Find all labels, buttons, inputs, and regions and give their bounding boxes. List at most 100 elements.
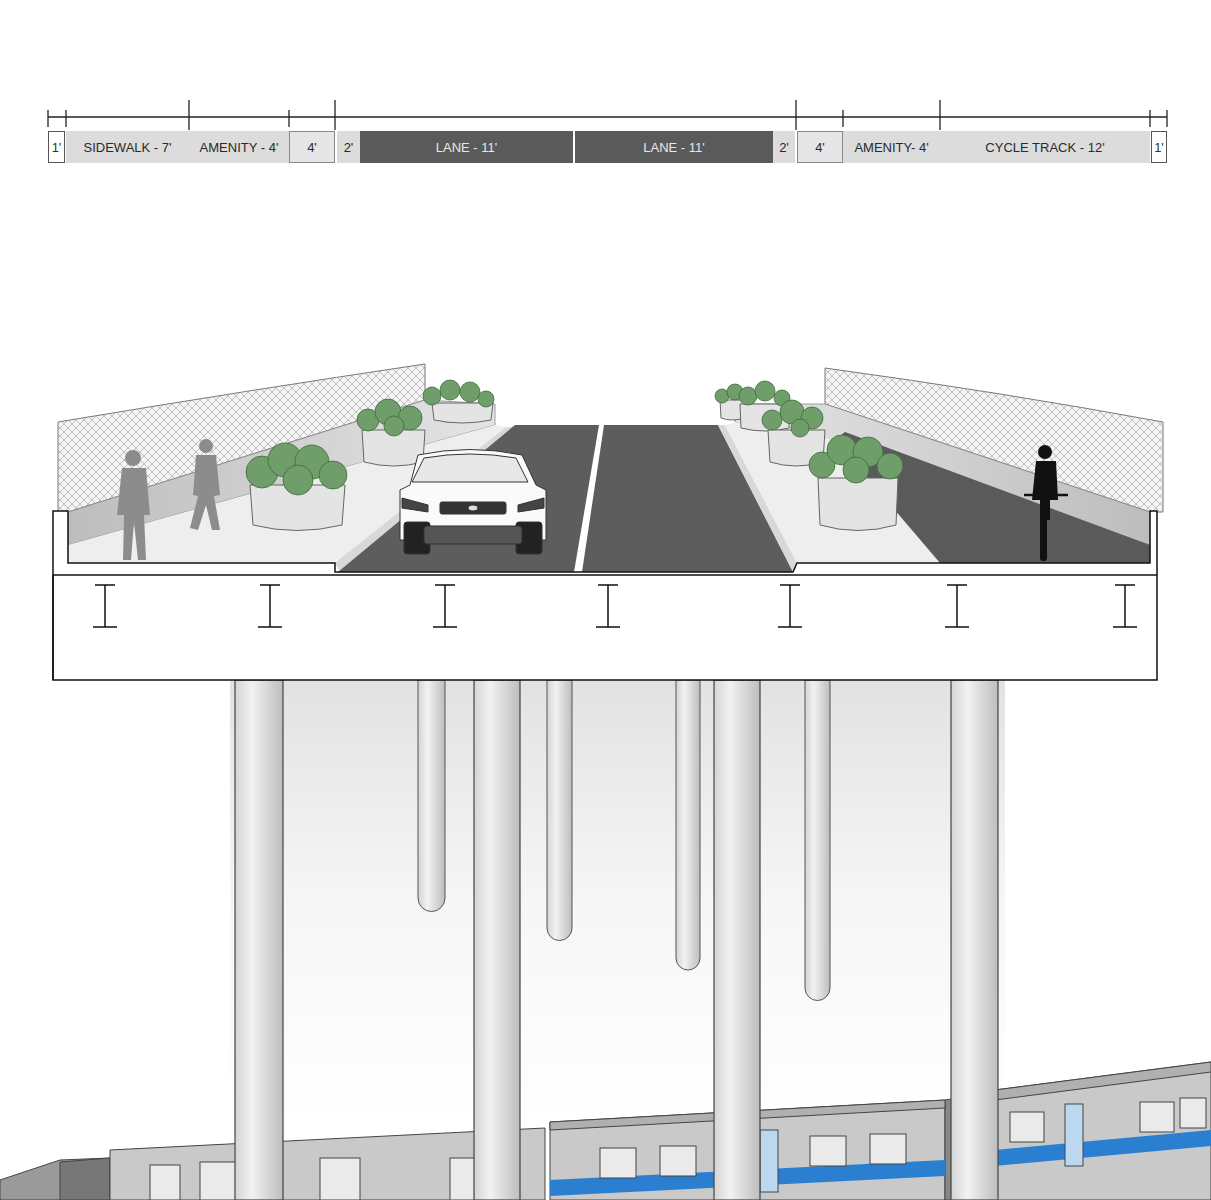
cyclist: [1032, 461, 1058, 520]
pedestrians: [117, 439, 220, 560]
dimension-line: [939, 100, 940, 130]
dimension-label: AMENITY- 4': [854, 140, 928, 155]
cyclist: [1024, 494, 1068, 497]
shrubs: [460, 382, 480, 402]
dimension-line: [288, 110, 289, 127]
dimension-label: SIDEWALK - 7': [84, 140, 172, 155]
cyclist: [1024, 445, 1068, 561]
dimension-label: AMENITY - 4': [200, 140, 279, 155]
dimension-segment: LANE - 11': [575, 131, 773, 163]
under-deck: [230, 680, 1005, 1120]
dimension-label: 2': [344, 140, 354, 155]
shrubs: [423, 387, 441, 405]
dimension-segment: AMENITY - 4': [189, 131, 289, 163]
front-columns: [474, 680, 520, 1200]
dimension-segment: AMENITY- 4': [843, 131, 940, 163]
train: [60, 1158, 110, 1200]
train: [810, 1136, 846, 1166]
shrubs: [384, 416, 404, 436]
car: [400, 450, 546, 555]
dimension-segment: 4': [797, 131, 843, 163]
car: [424, 526, 522, 544]
train: [1010, 1112, 1044, 1142]
dimension-line: [188, 100, 189, 130]
dimension-line: [795, 100, 796, 130]
front-columns: [235, 680, 283, 1200]
dimension-segment: 1': [1151, 131, 1167, 163]
train: [150, 1098, 1206, 1200]
dimension-segment: 1': [48, 131, 65, 163]
girders: [433, 585, 457, 627]
shrubs: [755, 381, 775, 401]
dimension-label: 1': [1154, 140, 1164, 155]
shrubs: [762, 410, 782, 430]
train: [995, 1062, 1211, 1100]
dimension-line: [48, 100, 1167, 130]
dimension-segment: CYCLE TRACK - 12': [940, 131, 1150, 163]
train: [760, 1130, 778, 1192]
front-columns: [951, 680, 998, 1200]
shrubs: [791, 419, 809, 437]
dimension-label: 4': [307, 140, 317, 155]
car: [518, 498, 544, 512]
pedestrians: [190, 455, 220, 530]
shrubs: [319, 461, 347, 489]
dimension-segment: 4': [289, 131, 335, 163]
train: [995, 1062, 1211, 1200]
dimension-line: [1149, 110, 1150, 127]
cyclist: [1038, 445, 1052, 459]
girders: [93, 585, 117, 627]
dimension-label: 1': [52, 140, 62, 155]
girders: [258, 585, 282, 627]
shrubs: [283, 465, 313, 495]
train: [450, 1158, 475, 1200]
train: [0, 1062, 1211, 1200]
train: [200, 1162, 240, 1200]
shrubs: [877, 453, 903, 479]
car: [402, 498, 428, 512]
train: [1140, 1102, 1174, 1132]
dimension-line: [65, 110, 66, 127]
train: [150, 1165, 180, 1200]
dimension-label: LANE - 11': [436, 140, 498, 155]
dimension-line: [842, 110, 843, 127]
shrubs: [440, 380, 460, 400]
planters: [250, 400, 898, 531]
car: [412, 454, 528, 482]
shrubs: [739, 387, 757, 405]
dimension-line: [1166, 110, 1167, 127]
dimension-segment: 2': [337, 131, 360, 163]
pedestrians: [125, 450, 141, 466]
dimension-line: [334, 100, 335, 130]
train: [1180, 1098, 1206, 1128]
girders: [778, 585, 802, 627]
pedestrians: [199, 439, 213, 453]
shrubs: [478, 391, 494, 407]
dimension-label: 4': [815, 140, 825, 155]
deck-surface: [68, 422, 1150, 572]
dimension-bar: 1' SIDEWALK - 7' AMENITY - 4' 4' 2' LANE - 11…: [0, 0, 1211, 200]
deck-surface: [574, 425, 604, 572]
planters: [818, 478, 898, 531]
shrubs: [246, 380, 903, 495]
train: [600, 1148, 636, 1178]
train: [660, 1146, 696, 1176]
train: [760, 1104, 1083, 1192]
dimension-line: [47, 110, 48, 127]
dimension-segment: SIDEWALK - 7': [66, 131, 189, 163]
dimension-line: [48, 116, 1167, 117]
car: [468, 505, 478, 511]
deck-slab: [53, 511, 1157, 680]
deck-slab: [53, 574, 1157, 576]
deck-slab: [52, 575, 54, 680]
train: [0, 1158, 110, 1200]
deck-surface: [338, 425, 793, 572]
train: [1065, 1104, 1083, 1166]
train: [870, 1134, 906, 1164]
dimension-label: LANE - 11': [643, 140, 705, 155]
girders: [945, 585, 969, 627]
back-columns: [547, 680, 572, 941]
dimension-label: CYCLE TRACK - 12': [985, 140, 1104, 155]
back-columns: [676, 680, 700, 970]
